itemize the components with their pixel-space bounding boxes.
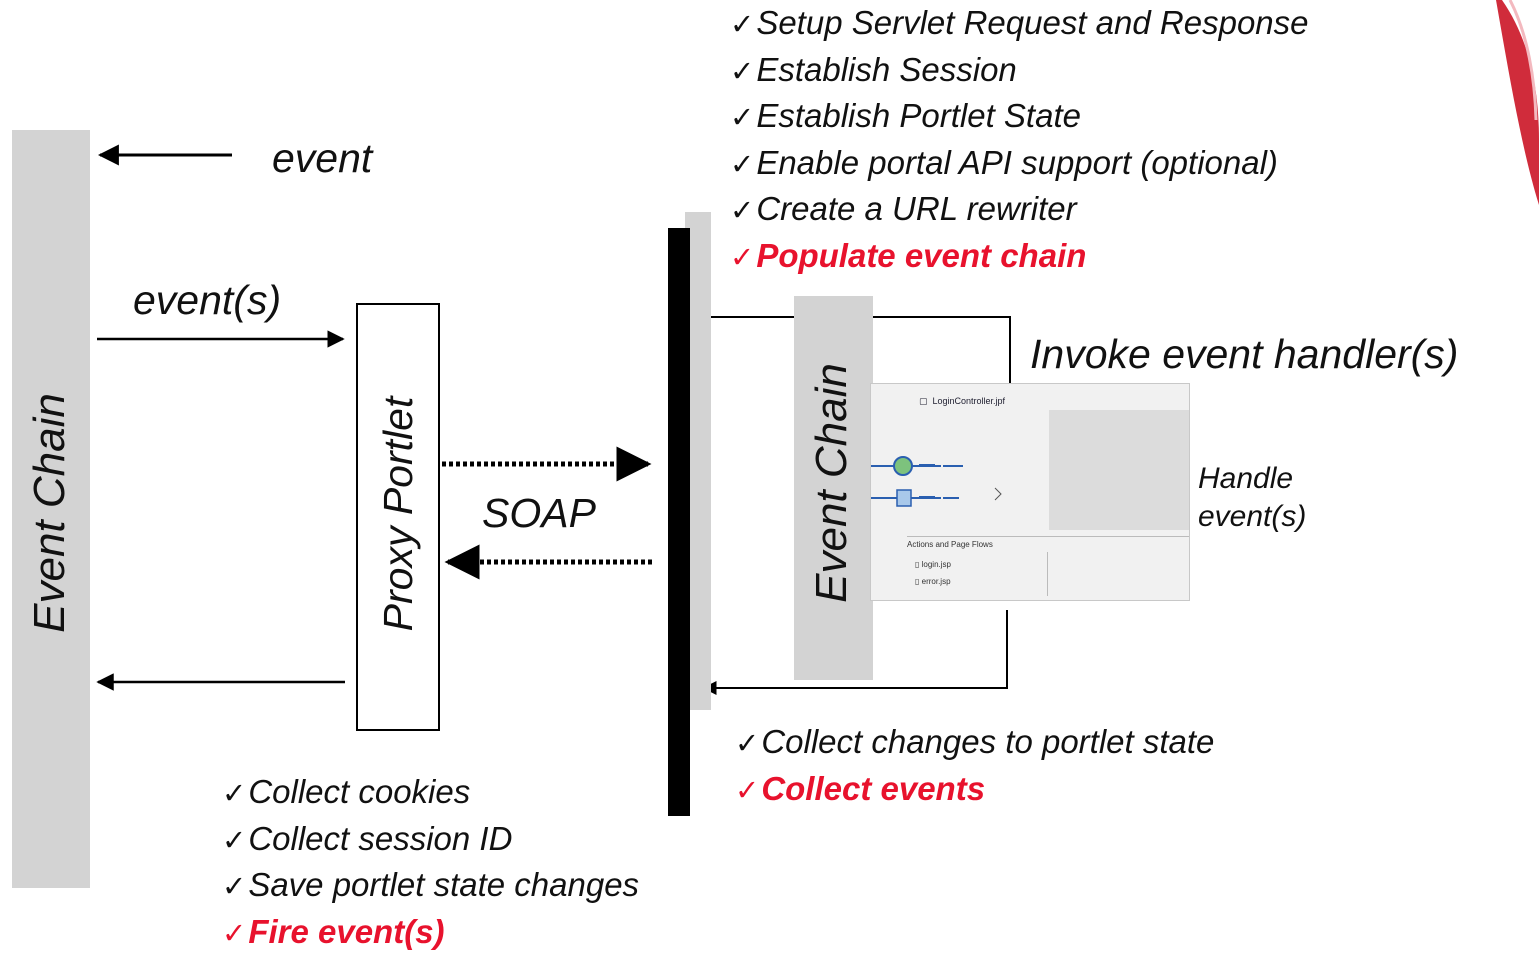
producer-bar [668,228,690,816]
screenshot-panel [1049,410,1189,530]
event-handler-screenshot: ▢ LoginController.jpf Actions and Page F… [870,383,1190,601]
right-event-chain-label: Event Chain [807,323,857,643]
checklist-item-highlight: ✓Populate event chain [730,234,1309,281]
collect-checklist: ✓Collect changes to portlet state ✓Colle… [735,720,1214,813]
top-checklist: ✓Setup Servlet Request and Response ✓Est… [730,1,1309,280]
checklist-item: ✓Collect cookies [222,770,639,817]
screenshot-file-1: ▯ login.jsp [915,560,951,569]
checklist-item: ✓Collect changes to portlet state [735,720,1214,767]
screenshot-file-2: ▯ error.jsp [915,577,951,586]
handle-label: Handle event(s) [1198,460,1348,536]
checklist-item: ✓Save portlet state changes [222,863,639,910]
checklist-item: ✓Create a URL rewriter [730,187,1309,234]
screenshot-section-header: Actions and Page Flows [907,536,1189,549]
left-event-chain-label: Event Chain [25,353,75,673]
checklist-item: ✓Enable portal API support (optional) [730,141,1309,188]
event-label: event [272,135,372,181]
soap-label: SOAP [482,490,596,536]
checklist-item: ✓Establish Session [730,48,1309,95]
logo-swoosh [1496,0,1539,205]
proxy-portlet-label: Proxy Portlet [374,352,422,676]
checklist-item: ✓Collect session ID [222,817,639,864]
checklist-item-highlight: ✓Fire event(s) [222,910,639,956]
checklist-item: ✓Setup Servlet Request and Response [730,1,1309,48]
screenshot-divider [1047,552,1048,596]
events-label: event(s) [133,277,281,323]
invoke-label: Invoke event handler(s) [1030,331,1458,377]
proxy-checklist: ✓Collect cookies ✓Collect session ID ✓Sa… [222,770,639,956]
checklist-item-highlight: ✓Collect events [735,767,1214,814]
checklist-item: ✓Establish Portlet State [730,94,1309,141]
screenshot-nodes [871,384,1049,524]
